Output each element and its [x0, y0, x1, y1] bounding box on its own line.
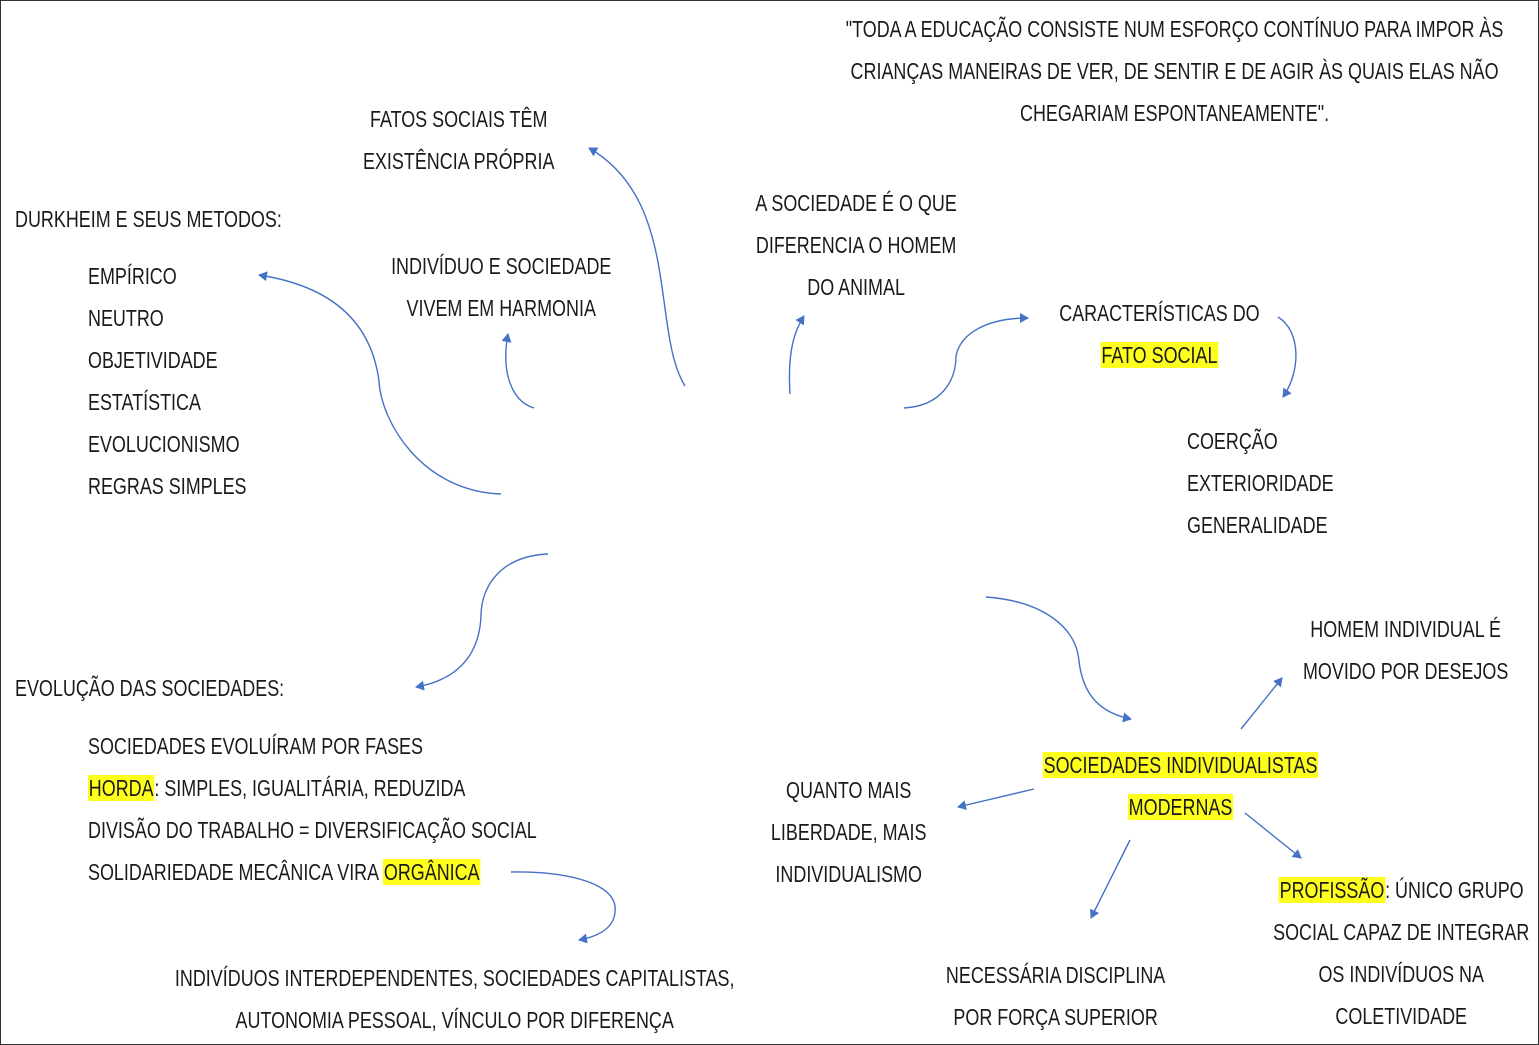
arrow-to-homem-individual: [1240, 677, 1283, 730]
node-line: movido por desejos: [1303, 658, 1509, 684]
list-item: Exterioridade: [1187, 470, 1334, 496]
modernas-node: Sociedades individualistas modernas: [1004, 744, 1319, 828]
node-line: por força superior: [953, 1004, 1159, 1030]
profissao-node: Profissão: único grupo social capaz de i…: [1237, 869, 1537, 1037]
node-line: Indivíduos interdependentes, sociedades …: [174, 965, 735, 991]
node-line: Indivíduo e sociedade: [390, 253, 612, 279]
evolucao-list: Sociedades evoluíram por fases Horda: si…: [88, 725, 663, 893]
list-item: Sociedades evoluíram por fases: [88, 733, 423, 759]
list-item: Generalidade: [1187, 512, 1328, 538]
profissao-highlight: Profissão: [1278, 877, 1386, 903]
caracteristicas-list: Coerção Exterioridade Generalidade: [1187, 420, 1375, 546]
node-line: autonomia pessoal, vínculo por diferença: [235, 1007, 674, 1033]
arrow-to-result: [510, 871, 616, 944]
result-node: Indivíduos interdependentes, sociedades …: [96, 957, 735, 1041]
list-item: Empírico: [88, 263, 177, 289]
node-line: social capaz de integrar: [1273, 919, 1530, 945]
node-line: existência própria: [363, 148, 555, 174]
node-line: Quanto mais: [786, 777, 912, 803]
node-line: Homem individual é: [1310, 616, 1502, 642]
fatos-sociais-node: Fatos sociais têm existência própria: [309, 98, 609, 182]
list-item: Estatística: [88, 389, 201, 415]
arrow-to-evolucao: [415, 553, 549, 691]
modernas-highlight: Sociedades individualistas: [1042, 752, 1319, 778]
arrow-to-disciplina: [1090, 839, 1131, 919]
list-item: Neutro: [88, 305, 164, 331]
quote-line: "Toda a educação consiste num esforço co…: [845, 16, 1504, 42]
evolucao-title: Evolução das sociedades:: [15, 675, 285, 701]
arrow-to-profissao: [1244, 812, 1302, 859]
list-item: Horda: simples, igualitária, reduzida: [88, 767, 537, 809]
arrow-to-harmonia: [501, 333, 535, 409]
node-line: Características do: [1058, 300, 1260, 326]
homem-individual-node: Homem individual é movido por desejos: [1256, 608, 1538, 692]
metodos-title: Durkheim e seus metodos:: [15, 206, 282, 232]
liberdade-node: Quanto mais liberdade, mais individualis…: [699, 769, 999, 895]
organica-highlight: orgânica: [383, 859, 481, 885]
arrow-to-fatos-sociais: [588, 147, 686, 387]
node-line: vivem em harmonia: [406, 295, 596, 321]
list-item: Divisão do trabalho = diversificação soc…: [88, 817, 537, 843]
arrow-to-metodos: [258, 271, 502, 495]
arrow-to-modernas: [985, 596, 1132, 723]
node-line: Profissão: único grupo: [1273, 869, 1529, 911]
list-item: Solidariedade mecânica vira orgânica: [88, 851, 537, 893]
list-item: Coerção: [1187, 428, 1278, 454]
horda-highlight: Horda: [88, 775, 155, 801]
node-line: Necessária disciplina: [946, 962, 1166, 988]
metodos-list: Empírico Neutro Objetividade Estatística…: [88, 255, 291, 507]
node-line: do animal: [807, 274, 905, 300]
list-item: Objetividade: [88, 347, 218, 373]
node-line: diferencia o homem: [755, 232, 957, 258]
fato-social-highlight: Fato social: [1100, 342, 1218, 368]
node-line: A sociedade é o que: [755, 190, 957, 216]
arrow-to-diferencia: [788, 315, 805, 395]
arrow-to-coercao: [1277, 316, 1297, 398]
node-line: individualismo: [775, 861, 923, 887]
arrow-to-liberdade: [957, 788, 1035, 811]
node-line: liberdade, mais: [771, 819, 927, 845]
quote-block: "Toda a educação consiste num esforço co…: [753, 8, 1538, 134]
caracteristicas-node: Características do Fato social: [1009, 292, 1309, 376]
harmonia-node: Indivíduo e sociedade vivem em harmonia: [351, 245, 651, 329]
disciplina-node: Necessária disciplina por força superior: [906, 954, 1206, 1038]
node-line: coletividade: [1335, 1003, 1468, 1029]
list-item: Regras simples: [88, 473, 247, 499]
profissao-text: : único grupo: [1385, 877, 1524, 903]
node-line: Fatos sociais têm: [370, 106, 548, 132]
quote-line: crianças maneiras de ver, de sentir e de…: [850, 58, 1499, 84]
horda-text: : simples, igualitária, reduzida: [154, 775, 466, 801]
modernas-highlight: modernas: [1127, 794, 1234, 820]
diferencia-node: A sociedade é o que diferencia o homem d…: [706, 182, 1006, 308]
list-item: Evolucionismo: [88, 431, 240, 457]
node-line: os indivíduos na: [1318, 961, 1484, 987]
arrow-to-caracteristicas: [903, 313, 1029, 409]
solidariedade-text: Solidariedade mecânica vira: [88, 859, 384, 885]
quote-line: chegariam espontaneamente".: [1020, 100, 1330, 126]
